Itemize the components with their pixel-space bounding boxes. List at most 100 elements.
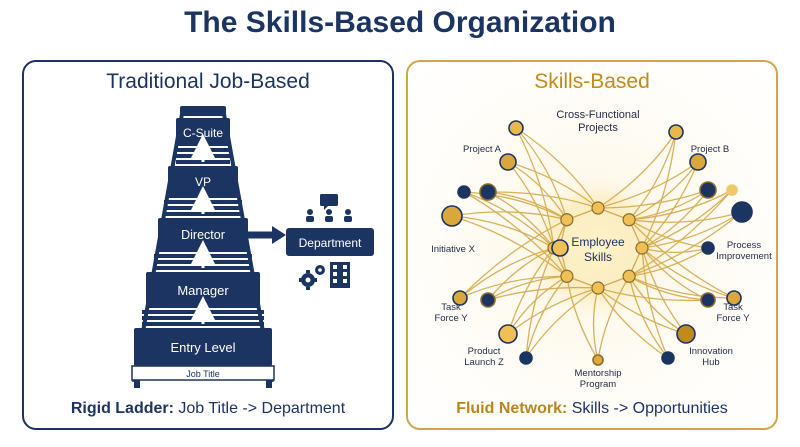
network-link [463, 191, 568, 277]
network-link [507, 247, 555, 335]
skill-node [668, 124, 684, 140]
network-links [451, 127, 743, 361]
network-link [592, 287, 599, 361]
network-link [628, 219, 709, 249]
job-title-label: Job Title [186, 369, 220, 379]
network-link [629, 211, 743, 223]
network-link [597, 287, 669, 359]
skill-node [480, 292, 496, 308]
network-link [641, 189, 709, 249]
network-link [515, 127, 599, 209]
skills-panel: Skills-Based Employee Skills Cross-Funct… [406, 60, 778, 430]
network-link [628, 131, 677, 221]
network-link [487, 275, 567, 301]
network-link [628, 189, 733, 277]
network-link [629, 247, 709, 277]
skill-node [508, 120, 524, 136]
project-a-label: Project A [462, 144, 502, 155]
project-b-label: Project B [690, 144, 730, 155]
hub-node [591, 201, 605, 215]
network-link [507, 161, 599, 209]
page-title: The Skills-Based Organization [184, 6, 616, 39]
network-link [597, 287, 709, 302]
traditional-footer-bold: Rigid Ladder: [70, 400, 174, 417]
level-director [158, 218, 248, 252]
network-link [515, 127, 568, 220]
job-ladder-diagram: C-Suite VP Director Manager Entry Level … [131, 106, 374, 388]
level-entry [134, 328, 272, 366]
hub-node [591, 281, 605, 295]
network-link [487, 247, 555, 301]
network-link [507, 161, 555, 249]
network-link [597, 161, 699, 209]
skills-footer: Fluid Network: Skills -> Opportunities [408, 400, 776, 418]
skill-node [441, 205, 463, 227]
skill-node [551, 239, 569, 257]
network-link [507, 287, 599, 335]
hub-node [622, 213, 636, 227]
network-link [629, 189, 733, 221]
hub-node [622, 269, 636, 283]
network-link [628, 275, 709, 301]
department-box [286, 228, 374, 256]
network-link [566, 276, 599, 361]
network-link [641, 131, 677, 249]
building-icon [330, 262, 350, 288]
network-link [641, 247, 735, 299]
skill-node [452, 290, 468, 306]
network-link [451, 215, 555, 249]
skill-node [700, 292, 716, 308]
skill-node [726, 184, 738, 196]
skills-heading: Skills-Based [534, 70, 650, 93]
network-link [597, 189, 709, 209]
skill-node [499, 153, 517, 171]
skill-node [592, 354, 604, 366]
skill-node [699, 181, 717, 199]
network-link [628, 219, 735, 299]
network-link [628, 275, 735, 299]
traditional-panel: Traditional Job-Based [22, 60, 394, 430]
team-meeting-icon [306, 194, 352, 222]
level-vp [168, 166, 238, 198]
skills-footer-bold: Fluid Network: [456, 400, 568, 417]
outer-nodes [441, 120, 753, 366]
skill-node [661, 351, 675, 365]
skill-node [498, 324, 518, 344]
skill-node [731, 201, 753, 223]
network-link [487, 286, 599, 301]
skill-node [726, 290, 742, 306]
hub-node [560, 213, 574, 227]
traditional-footer-rest: Job Title -> Department [173, 400, 346, 417]
network-link [641, 211, 743, 249]
skill-node [519, 351, 533, 365]
network-link [641, 189, 733, 249]
network-link [628, 211, 743, 277]
skill-node [457, 185, 471, 199]
level-c-suite [176, 118, 230, 146]
network-link [459, 275, 567, 299]
network-link [463, 191, 555, 249]
gears-icon [299, 265, 325, 290]
skill-node [676, 324, 696, 344]
skills-footer-rest: Skills -> Opportunities [567, 400, 728, 417]
ladder-cap [180, 106, 226, 116]
network-link [459, 247, 555, 299]
network-link [597, 287, 687, 335]
network-link [459, 219, 568, 299]
network-link [487, 191, 599, 209]
network-link [515, 127, 555, 249]
traditional-heading: Traditional Job-Based [106, 70, 310, 93]
skills-network-diagram: Employee Skills [441, 120, 753, 366]
network-link [641, 247, 669, 359]
network-link [525, 287, 599, 359]
level-label-entry: Entry Level [170, 340, 235, 355]
level-label-director: Director [181, 228, 225, 242]
hub-node [560, 269, 574, 283]
traditional-footer: Rigid Ladder: Job Title -> Department [24, 400, 392, 418]
center-label-line1: Employee [571, 235, 625, 249]
network-link [525, 247, 555, 359]
